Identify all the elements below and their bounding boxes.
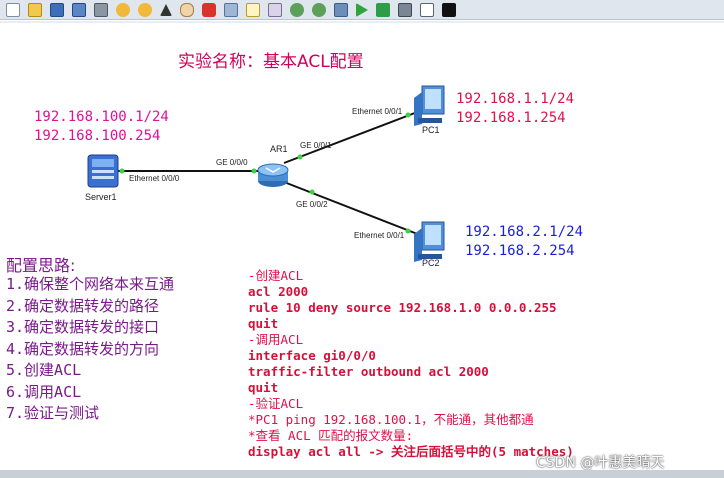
port-dot-ar1-ge002 <box>309 189 315 195</box>
pc2-gateway: 192.168.2.254 <box>465 243 575 259</box>
router-port-ge001: GE 0/0/1 <box>300 141 332 150</box>
pc2-icon <box>414 221 445 262</box>
zoom-out-icon[interactable] <box>312 2 326 17</box>
command-line: rule 10 deny source 192.168.1.0 0.0.0.25… <box>248 300 557 315</box>
plan-steps: 1.确保整个网络本来互通 2.确定数据转发的路径 3.确定数据转发的接口 4.确… <box>6 274 174 425</box>
pc1-icon <box>414 85 445 126</box>
topology-icon[interactable] <box>420 2 434 17</box>
pc1-label: PC1 <box>422 125 440 135</box>
pc2-label: PC2 <box>422 258 440 268</box>
select-icon[interactable] <box>160 3 172 16</box>
router-port-ge002: GE 0/0/2 <box>296 200 328 209</box>
command-notes: -创建ACL acl 2000 rule 10 deny source 192.… <box>248 268 574 460</box>
pc2-ip: 192.168.2.1/24 <box>465 224 584 240</box>
capture-icon[interactable] <box>398 2 412 17</box>
delete-icon[interactable] <box>202 2 216 17</box>
router-icon <box>257 163 289 187</box>
port-dot-ar1-ge000 <box>251 168 257 174</box>
horizontal-scrollbar[interactable] <box>0 470 724 478</box>
palette-icon[interactable] <box>268 2 282 17</box>
zoom-area-icon[interactable] <box>224 2 238 17</box>
command-section-heading: -创建ACL <box>248 268 304 283</box>
pc2-port-label: Ethernet 0/0/1 <box>354 231 405 240</box>
plan-step: 3.确定数据转发的接口 <box>6 318 160 336</box>
pc1-gateway: 192.168.1.254 <box>456 110 566 126</box>
command-line: display acl all -> 关注后面括号中的(5 matches) <box>248 444 574 459</box>
command-line: acl 2000 <box>248 284 309 299</box>
save-as-icon[interactable] <box>72 2 86 17</box>
server-label: Server1 <box>85 192 117 202</box>
pc1-ip: 192.168.1.1/24 <box>456 91 575 107</box>
undo-icon[interactable] <box>116 2 130 17</box>
command-line: traffic-filter outbound acl 2000 <box>248 364 489 379</box>
command-note: *查看 ACL 匹配的报文数量: <box>248 428 414 443</box>
fit-icon[interactable] <box>334 2 348 17</box>
toolbar-separator <box>0 21 724 23</box>
redo-icon[interactable] <box>138 2 152 17</box>
router-port-ge000: GE 0/0/0 <box>216 158 248 167</box>
server-port-label: Ethernet 0/0/0 <box>129 174 180 183</box>
open-icon[interactable] <box>28 2 42 17</box>
command-line: quit <box>248 380 279 395</box>
experiment-title: 实验名称：基本ACL配置 <box>178 52 364 72</box>
plan-heading: 配置思路: <box>6 256 76 275</box>
stop-icon[interactable] <box>376 2 390 17</box>
command-section-heading: -验证ACL <box>248 396 304 411</box>
console-icon[interactable] <box>442 2 456 17</box>
plan-step: 4.确定数据转发的方向 <box>6 339 160 358</box>
plan-step: 6.调用ACL <box>6 382 82 401</box>
pc1-port-label: Ethernet 0/0/1 <box>352 107 403 116</box>
plan-step: 1.确保整个网络本来互通 <box>6 275 175 293</box>
start-icon[interactable] <box>356 2 368 17</box>
note-icon[interactable] <box>246 2 260 17</box>
hand-icon[interactable] <box>180 2 194 17</box>
zoom-in-icon[interactable] <box>290 2 304 17</box>
print-icon[interactable] <box>94 2 108 17</box>
server-ip: 192.168.100.1/24 <box>34 109 169 125</box>
port-dot-pc1 <box>405 112 411 118</box>
watermark: CSDN @叶惠美晴天 <box>536 455 665 471</box>
plan-step: 5.创建ACL <box>6 361 82 379</box>
command-section-heading: -调用ACL <box>248 332 304 347</box>
router-label: AR1 <box>270 144 288 154</box>
port-dot-server <box>119 168 125 174</box>
command-note: *PC1 ping 192.168.100.1，不能通，其他都通 <box>248 412 534 427</box>
link-ar1-pc1 <box>283 110 421 164</box>
new-icon[interactable] <box>6 2 20 17</box>
server-icon <box>87 154 119 188</box>
port-dot-ar1-ge001 <box>297 154 303 160</box>
server-gateway: 192.168.100.254 <box>34 128 161 144</box>
command-line: interface gi0/0/0 <box>248 348 376 363</box>
port-dot-pc2 <box>405 228 411 234</box>
plan-step: 2.确定数据转发的路径 <box>6 296 160 315</box>
save-icon[interactable] <box>50 2 64 17</box>
plan-step: 7.验证与测试 <box>6 404 100 422</box>
toolbar <box>0 0 724 20</box>
command-line: quit <box>248 316 279 331</box>
link-ar1-pc2 <box>283 181 421 236</box>
